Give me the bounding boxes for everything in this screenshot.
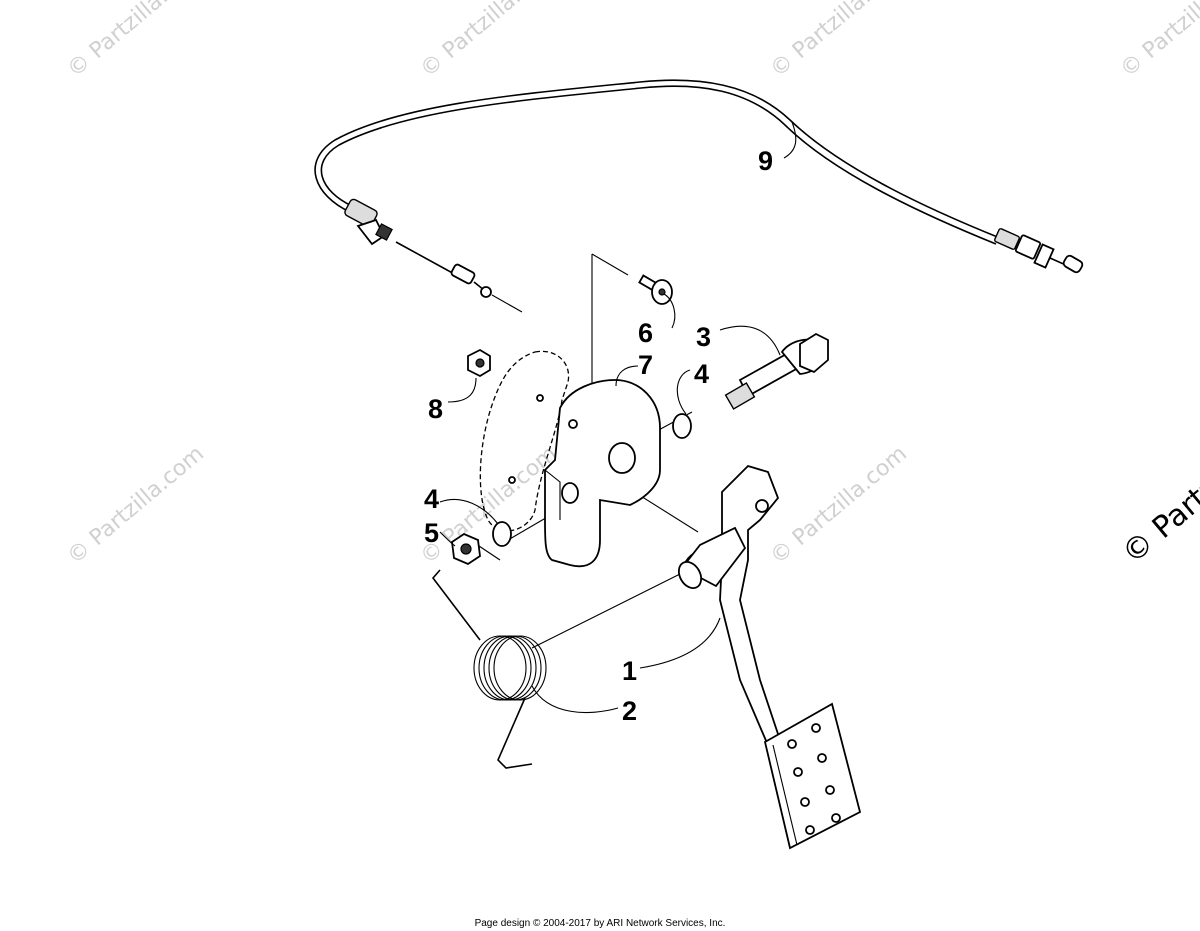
part-2-torsion-spring bbox=[431, 569, 547, 769]
watermark: © Partzilla.com bbox=[766, 0, 912, 83]
callout-7: 7 bbox=[638, 350, 653, 380]
part-6-screw bbox=[638, 274, 673, 305]
callout-8: 8 bbox=[428, 394, 443, 424]
part-1-pedal-arm bbox=[677, 464, 862, 850]
callout-2: 2 bbox=[622, 696, 637, 726]
part-9-throttle-cable bbox=[314, 79, 1084, 313]
pedal-pad-holes bbox=[787, 723, 841, 835]
watermark-edge: © Partzill bbox=[1116, 455, 1200, 571]
part-7-bracket bbox=[544, 379, 661, 568]
leader-lines bbox=[439, 121, 797, 714]
callout-labels: 9 6 3 7 4 8 4 5 1 2 bbox=[424, 146, 773, 726]
callout-9: 9 bbox=[758, 146, 773, 176]
watermark: © Partzilla.com bbox=[1116, 0, 1200, 83]
footer-copyright: Page design © 2004-2017 by ARI Network S… bbox=[474, 918, 726, 929]
watermark: © Partzilla.com bbox=[416, 0, 562, 83]
part-8-gasket-and-nut bbox=[467, 348, 570, 532]
callout-6: 6 bbox=[638, 318, 653, 348]
watermark: © Partzilla.com bbox=[766, 441, 912, 569]
watermark: © Partzilla.com bbox=[63, 0, 209, 83]
part-5-lock-nut bbox=[451, 532, 481, 566]
part-4-washer-upper bbox=[672, 413, 692, 439]
part-4-washer-lower bbox=[492, 521, 512, 547]
callout-5: 5 bbox=[424, 518, 439, 548]
callout-4-lower: 4 bbox=[424, 484, 439, 514]
watermark: © Partzilla.com bbox=[63, 441, 209, 569]
callout-1: 1 bbox=[622, 656, 637, 686]
callout-3: 3 bbox=[696, 322, 711, 352]
callout-4-upper: 4 bbox=[694, 359, 709, 389]
part-3-pivot-bolt bbox=[724, 332, 829, 410]
